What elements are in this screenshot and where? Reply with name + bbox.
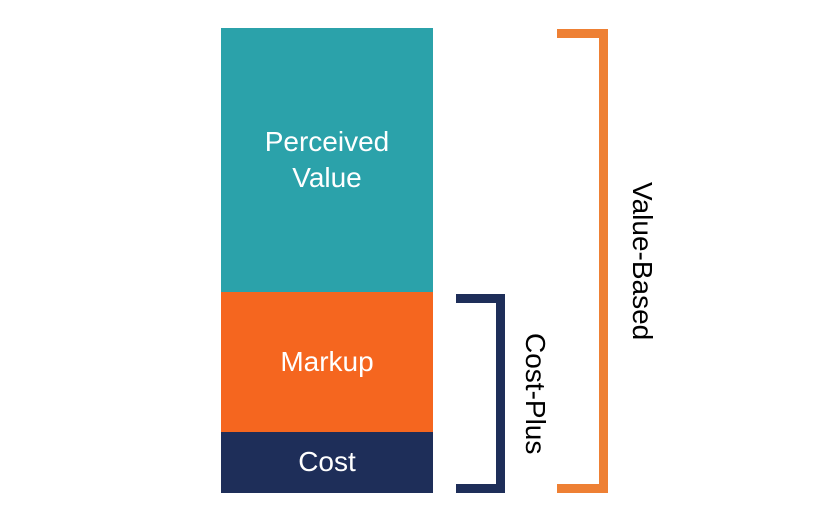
segment-perceived-value-label: Perceived Value <box>264 125 390 193</box>
value-based-label: Value-Based <box>627 181 658 341</box>
segment-cost: Cost <box>221 432 433 493</box>
segment-perceived-value: Perceived Value <box>221 28 433 292</box>
value-based-bracket <box>557 29 608 493</box>
stacked-bar: Perceived Value Markup Cost <box>221 28 433 493</box>
segment-cost-label: Cost <box>298 446 356 478</box>
cost-plus-bracket <box>456 294 505 493</box>
cost-plus-label: Cost-Plus <box>520 332 551 455</box>
segment-markup-label: Markup <box>280 345 374 377</box>
segment-markup: Markup <box>221 292 433 432</box>
